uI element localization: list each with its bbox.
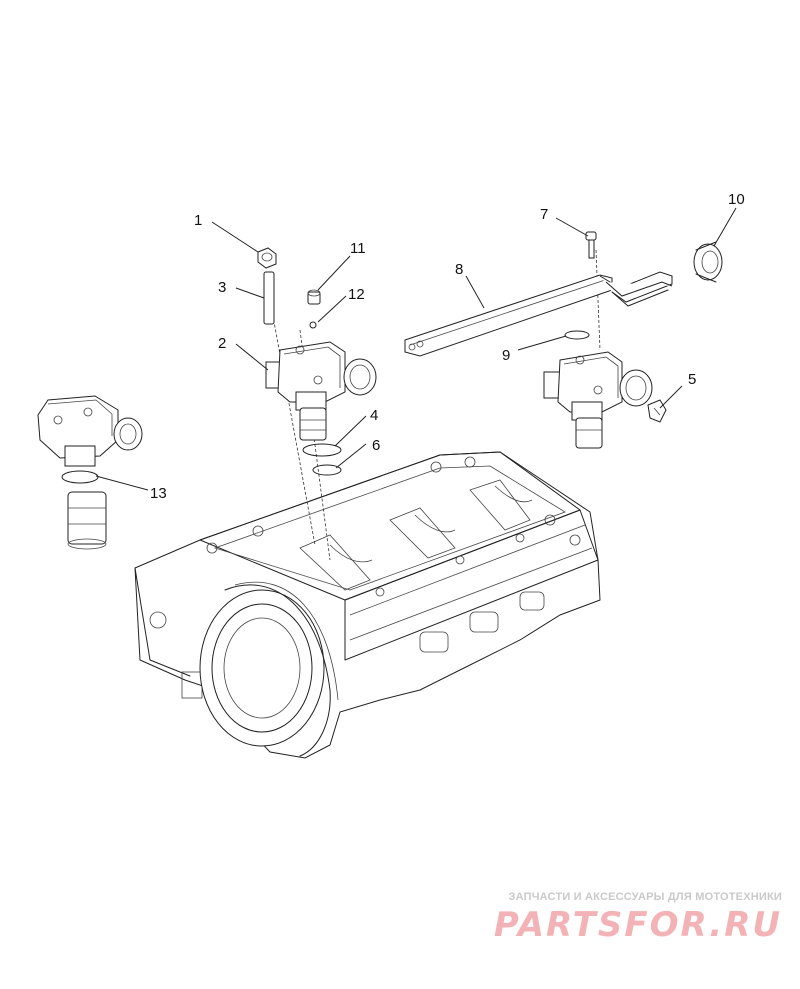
callout-11: 11 — [350, 240, 366, 257]
callout-3: 3 — [218, 279, 226, 296]
callout-2: 2 — [218, 335, 226, 352]
fuel-injector-right — [543, 351, 653, 449]
nut — [257, 247, 277, 269]
callout-12: 12 — [348, 286, 365, 303]
callout-7: 7 — [540, 206, 548, 223]
injector-assembly-left — [37, 395, 143, 550]
fuel-injector-center — [265, 341, 377, 441]
fuel-rail — [404, 271, 673, 357]
o-ring-small — [312, 464, 342, 476]
watermark: ЗАПЧАСТИ И АКСЕССУАРЫ ДЛЯ МОТОТЕХНИКИ PA… — [494, 891, 782, 945]
small-ball — [309, 321, 317, 329]
retaining-clip — [647, 399, 667, 423]
callout-4: 4 — [370, 407, 378, 424]
callout-1: 1 — [194, 212, 202, 229]
callout-10: 10 — [728, 191, 745, 208]
hose-connector — [693, 241, 723, 283]
small-fitting — [307, 289, 321, 305]
pin — [263, 271, 275, 325]
cylinder-head — [134, 249, 601, 759]
seal-ring — [564, 330, 590, 340]
callout-leaders — [95, 207, 737, 491]
callout-8: 8 — [455, 261, 463, 278]
o-ring-large — [302, 443, 342, 457]
callout-9: 9 — [502, 347, 510, 364]
callout-5: 5 — [688, 371, 696, 388]
callout-13: 13 — [150, 485, 167, 502]
watermark-logo: PARTSFOR.RU — [493, 905, 782, 945]
bolt — [585, 231, 597, 259]
watermark-tagline: ЗАПЧАСТИ И АКСЕССУАРЫ ДЛЯ МОТОТЕХНИКИ — [508, 891, 782, 903]
callout-6: 6 — [372, 437, 380, 454]
